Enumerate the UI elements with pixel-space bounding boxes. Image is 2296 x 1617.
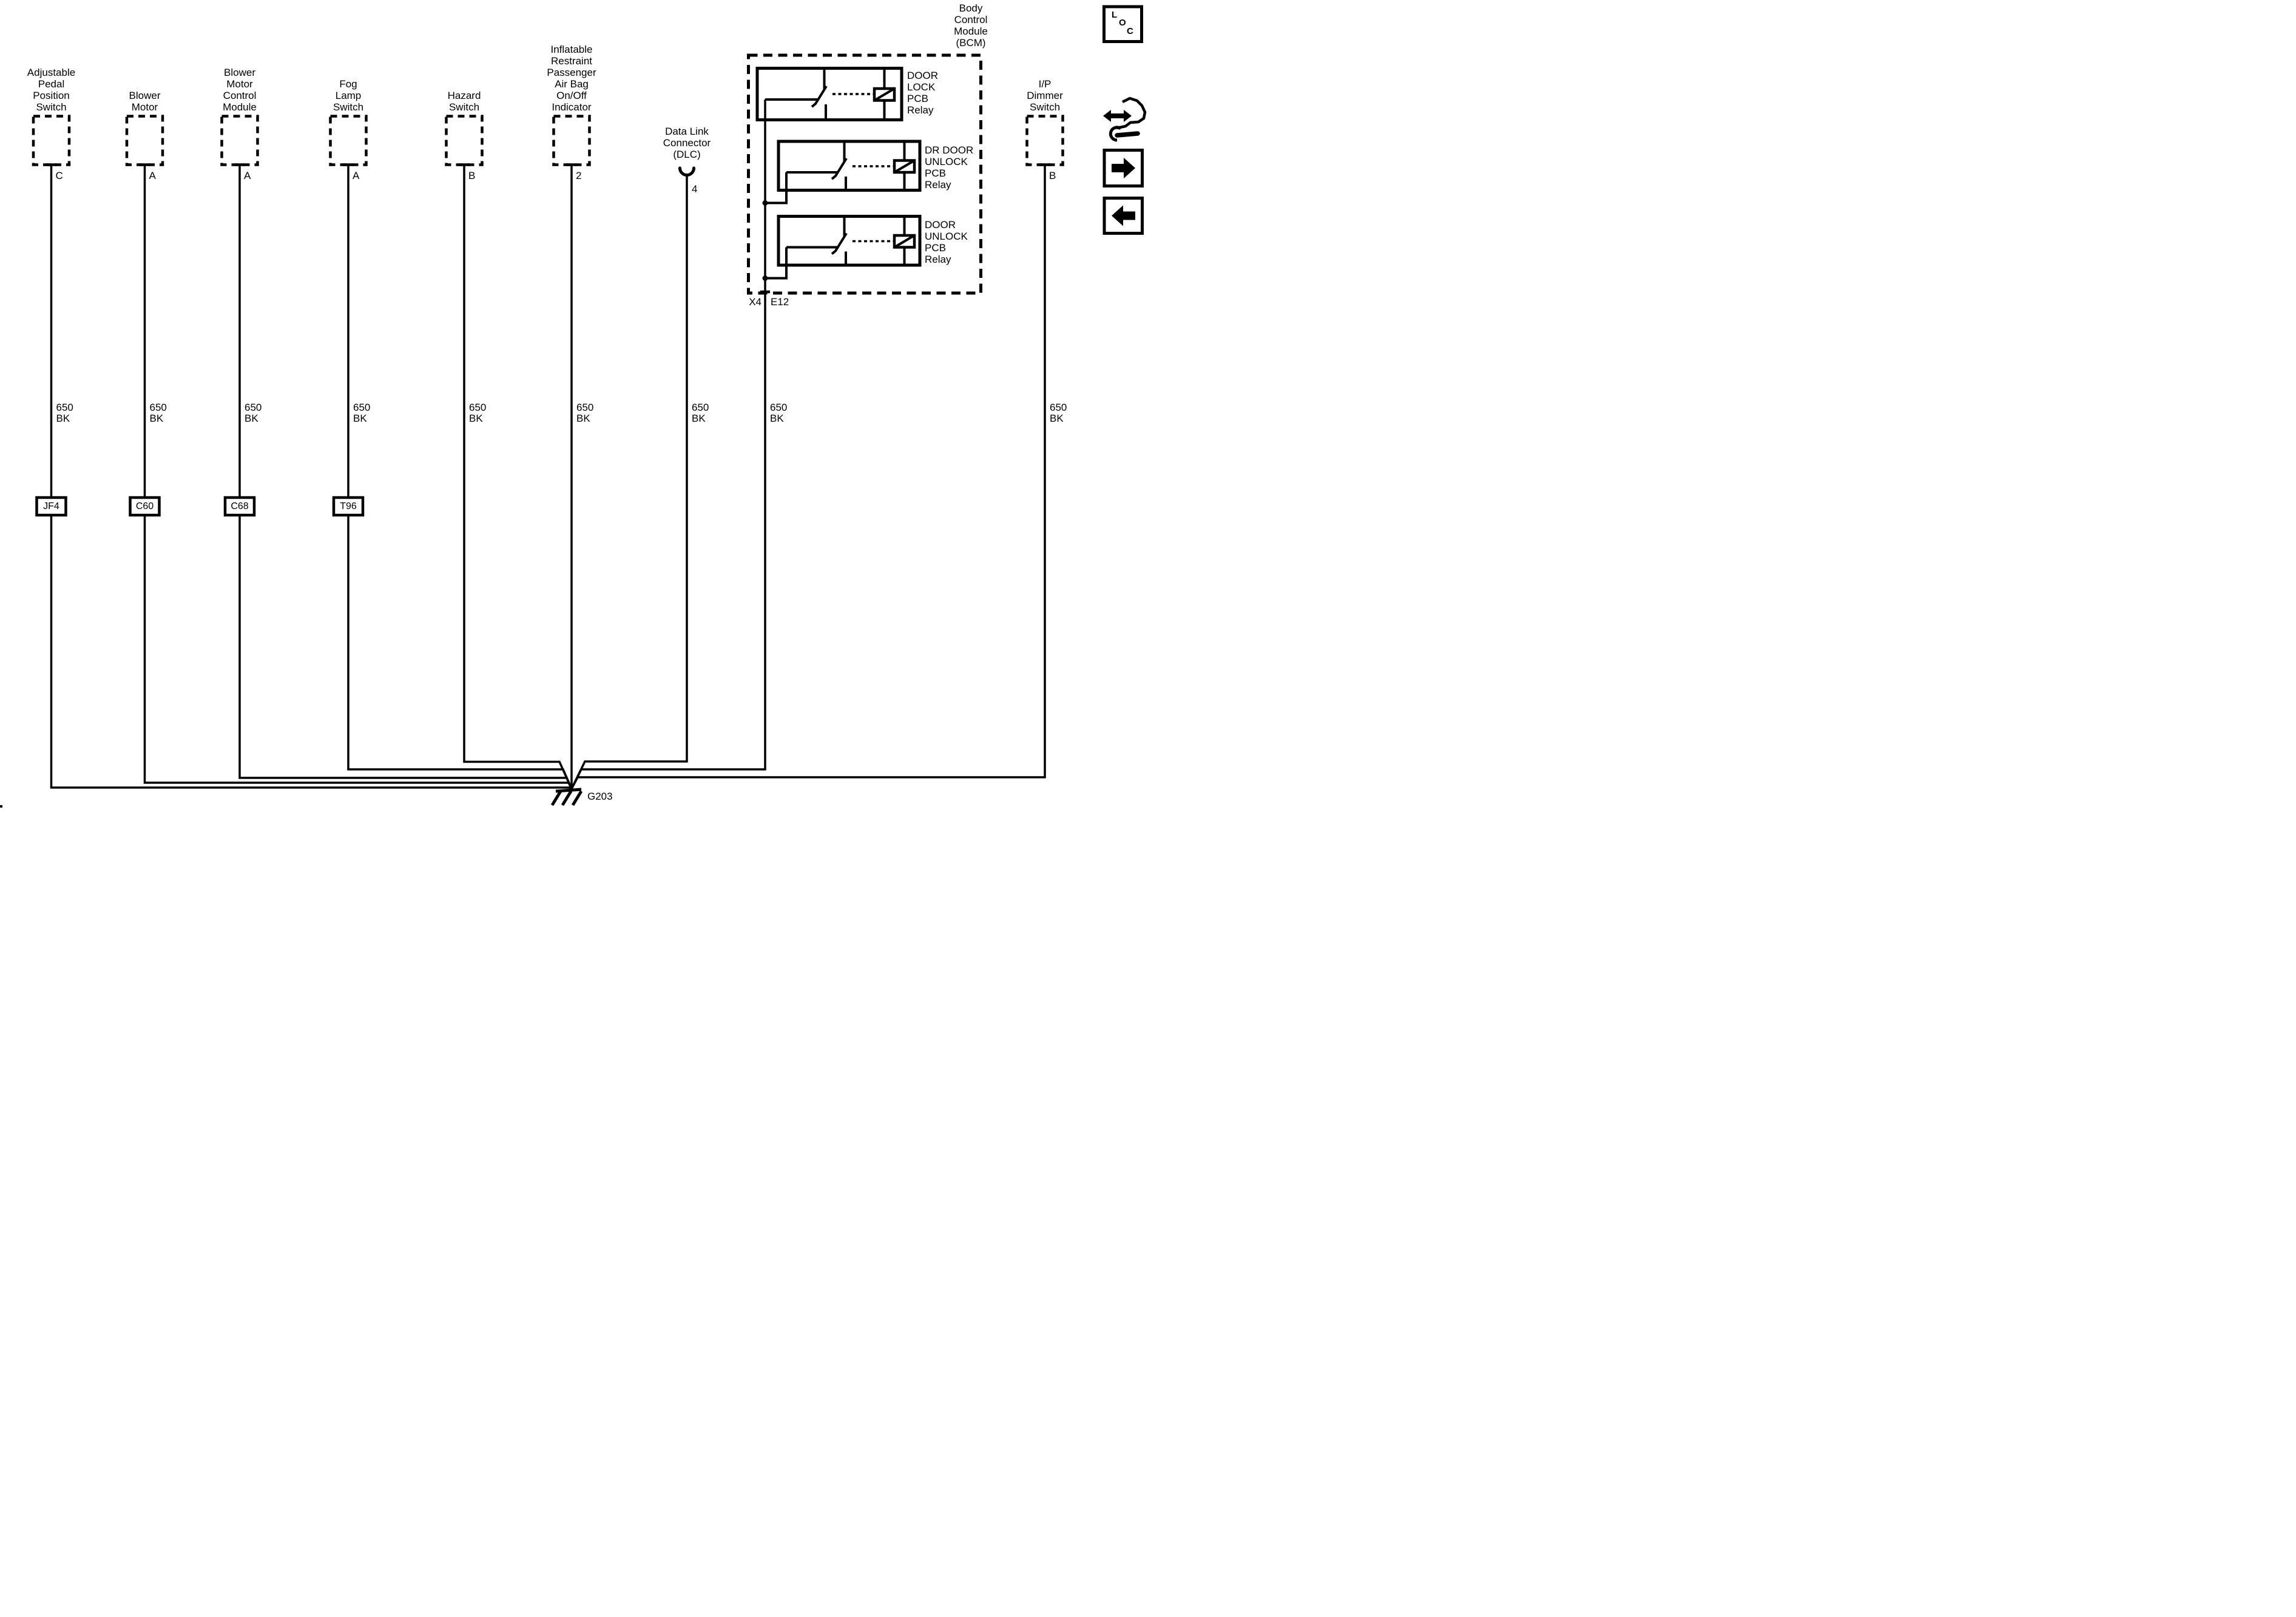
- wire-fog-lamp-switch: [347, 164, 573, 789]
- pin-hazard-switch: B: [468, 170, 476, 181]
- label-bcm: Body Control Module (BCM): [954, 2, 988, 49]
- loc-icon[interactable]: [1102, 5, 1143, 43]
- box-hazard-switch: [445, 115, 484, 166]
- wire-label-blower-control: 650 BK: [245, 402, 262, 424]
- connector-label-jf4: JF4: [43, 501, 59, 511]
- wire-blower-motor: [143, 164, 573, 789]
- component-boxes: [32, 115, 1064, 166]
- box-blower-control-module: [220, 115, 259, 166]
- ground-label: G203: [587, 791, 613, 802]
- label-hazard-switch: Hazard Switch: [447, 90, 481, 113]
- wiring-diagram-page: Adjustable Pedal Position Switch Blower …: [0, 0, 1148, 808]
- ground-symbol: [550, 788, 583, 806]
- loc-letter-c: C: [1127, 26, 1133, 36]
- connector-box-c60: [129, 496, 161, 517]
- relay-label-door-lock: DOOR LOCK PCB Relay: [907, 70, 938, 116]
- ground-wires: [50, 100, 1046, 790]
- label-dimmer-switch: I/P Dimmer Switch: [1027, 78, 1063, 113]
- right-arrow-icon: [1112, 158, 1135, 178]
- pin-blower-motor: A: [149, 170, 156, 181]
- label-pedal-switch: Adjustable Pedal Position Switch: [27, 67, 76, 113]
- relay-dr-door-unlock: [762, 140, 922, 206]
- left-arrow-icon: [1112, 205, 1135, 226]
- box-pedal-switch: [32, 115, 71, 166]
- connector-label-t96: T96: [340, 501, 357, 511]
- wire-label-fog: 650 BK: [353, 402, 371, 424]
- dlc-connector-icon: [678, 166, 695, 177]
- connector-box-jf4: [35, 496, 67, 517]
- pin-dlc: 4: [692, 183, 698, 195]
- box-dimmer-switch: [1025, 115, 1064, 166]
- wrench-adjust-icon[interactable]: [1103, 96, 1147, 142]
- pin-airbag-indicator: 2: [576, 170, 582, 181]
- wire-blower-control-module: [238, 164, 573, 789]
- pin-blower-control-module: A: [244, 170, 251, 181]
- nav-back-button[interactable]: [1102, 197, 1144, 235]
- pin-fog-lamp-switch: A: [353, 170, 360, 181]
- relay-label-dr-door-unlock: DR DOOR UNLOCK PCB Relay: [925, 144, 974, 191]
- wire-label-pedal: 650 BK: [56, 402, 73, 424]
- wire-label-bcm: 650 BK: [770, 402, 788, 424]
- wire-bcm: [570, 100, 766, 789]
- wire-hazard-switch: [463, 164, 573, 789]
- wrench-icon: [1109, 126, 1122, 142]
- wire-label-hazard: 650 BK: [469, 402, 487, 424]
- box-blower-motor: [125, 115, 164, 166]
- wire-label-dlc: 650 BK: [692, 402, 709, 424]
- connector-label-c60: C60: [135, 501, 154, 511]
- relay-label-door-unlock: DOOR UNLOCK PCB Relay: [925, 219, 968, 265]
- box-fog-lamp-switch: [329, 115, 368, 166]
- label-fog-lamp-switch: Fog Lamp Switch: [333, 78, 364, 113]
- wire-label-dimmer: 650 BK: [1050, 402, 1067, 424]
- connector-box-c68: [223, 496, 256, 517]
- pin-dimmer-switch: B: [1049, 170, 1056, 181]
- inline-connector-boxes: [35, 496, 365, 517]
- label-blower-motor: Blower Motor: [129, 90, 161, 113]
- stray-mark: [0, 805, 2, 808]
- loc-letter-l: L: [1112, 10, 1118, 20]
- bcm-connector-x4: X4: [749, 296, 761, 308]
- nav-forward-button[interactable]: [1102, 149, 1144, 187]
- connector-box-t96: [332, 496, 365, 517]
- label-dlc: Data Link Connector (DLC): [663, 126, 711, 160]
- connector-label-c68: C68: [231, 501, 249, 511]
- bcm-connector-e12: E12: [771, 296, 789, 308]
- wiring-diagram-graphics: [32, 5, 1147, 806]
- wire-dimmer-switch: [570, 164, 1046, 789]
- wire-pedal-switch: [50, 164, 572, 790]
- wire-label-airbag: 650 BK: [576, 402, 594, 424]
- pin-pedal-switch: C: [55, 170, 63, 181]
- label-airbag-indicator: Inflatable Restraint Passenger Air Bag O…: [547, 44, 596, 113]
- label-blower-control-module: Blower Motor Control Module: [223, 67, 257, 113]
- wire-label-blower: 650 BK: [149, 402, 167, 424]
- wire-dlc: [570, 175, 688, 789]
- box-airbag-indicator: [552, 115, 591, 166]
- loc-letter-o: O: [1119, 18, 1126, 28]
- relay-door-unlock: [762, 215, 922, 281]
- hook-outline-icon: [1116, 96, 1147, 130]
- bcm-box: [747, 53, 982, 295]
- double-arrow-icon: [1103, 110, 1132, 122]
- wrench-handle-icon: [1115, 131, 1140, 138]
- relay-door-lock: [755, 67, 903, 121]
